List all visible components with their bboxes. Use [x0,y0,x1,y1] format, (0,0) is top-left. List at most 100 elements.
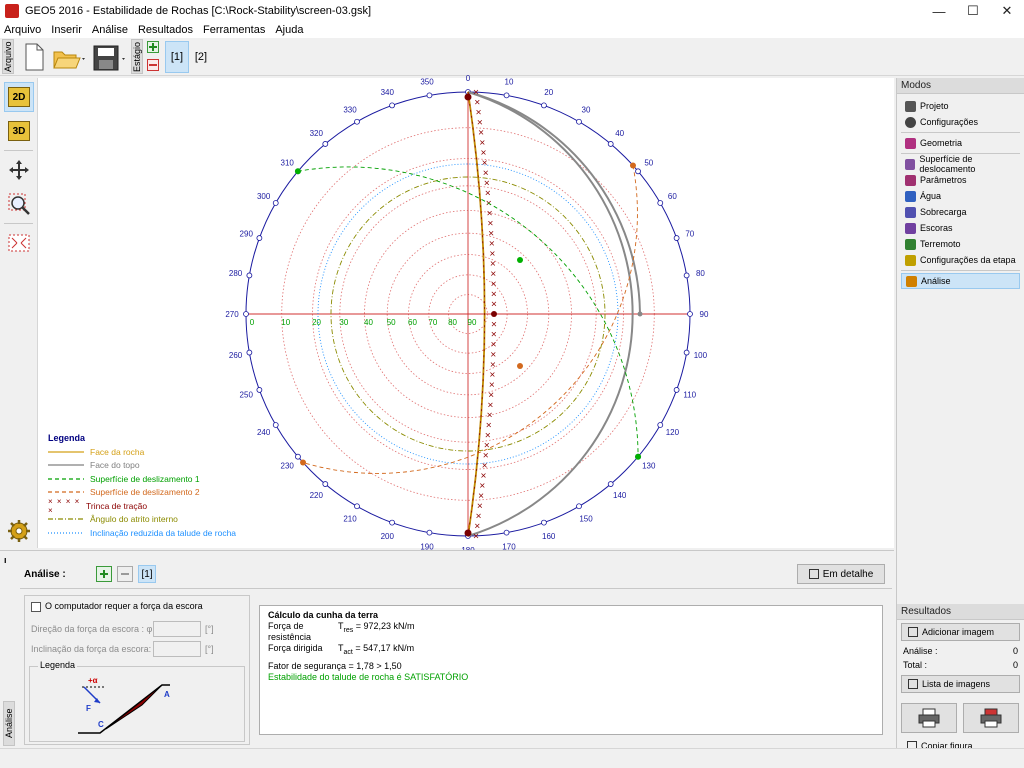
azimuth-label: 200 [381,532,395,541]
view-3d-icon: 3D [8,121,30,141]
analysis-tab-1[interactable]: [1] [138,565,156,583]
file-side-tab[interactable]: Arquivo [2,39,14,74]
slip-surface-2-point [300,459,307,466]
zoom-icon [8,193,30,215]
maximize-button[interactable]: ☐ [967,3,979,18]
tension-crack-mark [477,503,483,508]
tension-crack-mark [490,372,495,377]
tension-crack-mark [483,453,488,458]
mode-sobrecarga[interactable]: Sobrecarga [897,204,1024,220]
add-analysis-icon[interactable] [96,566,112,582]
stage-1-tab[interactable]: [1] [165,41,189,73]
tension-crack-mark [476,513,481,519]
mode-escoras[interactable]: Escoras [897,220,1024,236]
dip-label: 30 [339,318,348,327]
azimuth-label: 210 [343,514,357,523]
remove-analysis-icon[interactable] [117,566,133,582]
add-image-button[interactable]: Adicionar imagem [901,623,1020,641]
fit-view-button[interactable] [4,228,34,258]
mode-agua[interactable]: Água [897,188,1024,204]
parameters-icon [905,174,916,186]
azimuth-label: 90 [700,310,709,319]
panel-pin-icon[interactable]: ı [4,555,7,565]
results-analysis-value: 0 [1012,646,1018,656]
tension-crack-mark [491,352,496,357]
minimize-button[interactable]: — [932,3,946,19]
zoom-button[interactable] [4,189,34,219]
tension-crack-mark [491,291,497,297]
menu-ferramentas[interactable]: Ferramentas [202,24,266,36]
menu-analise[interactable]: Análise [91,24,128,36]
pan-button[interactable] [4,155,34,185]
tension-crack-mark [490,261,496,266]
menu-ajuda[interactable]: Ajuda [275,24,304,36]
view-3d-button[interactable]: 3D [4,116,34,146]
close-button[interactable]: ✕ [1001,3,1013,18]
print-button[interactable] [901,703,957,733]
azimuth-tick [635,168,641,175]
menu-resultados[interactable]: Resultados [137,24,193,36]
mode-projeto[interactable]: Projeto [897,98,1024,114]
detail-button[interactable]: Em detalhe [797,564,885,584]
inclination-input[interactable] [153,641,201,657]
mode-superficie-deslocamento[interactable]: Superfície de deslocamento [897,154,1024,174]
menu-bar: Arquivo Inserir Análise Resultados Ferra… [0,22,1024,38]
save-file-icon[interactable] [92,44,128,72]
direction-input[interactable] [153,621,201,637]
anchors-icon [905,222,916,234]
view-2d-button[interactable]: 2D [4,82,34,112]
image-list-button[interactable]: Lista de imagens [901,675,1020,693]
analysis-side-tab[interactable]: Análise [3,701,15,746]
remove-stage-icon[interactable] [147,59,159,71]
azimuth-label: 120 [666,428,680,437]
open-file-icon[interactable] [52,44,88,72]
tension-crack-mark [481,150,486,155]
menu-arquivo[interactable]: Arquivo [4,24,42,36]
slip-surface-2 [302,165,638,474]
print-pdf-button[interactable] [963,703,1019,733]
tension-crack-mark [480,483,485,488]
legend-item: Superfície de deslizamento 1 [48,472,308,486]
dip-label: 80 [448,318,457,327]
azimuth-label: 60 [668,192,677,201]
azimuth-tick [243,311,249,317]
tension-crack-mark [478,130,484,135]
azimuth-label: 160 [542,532,556,541]
require-anchor-force-checkbox[interactable] [31,602,41,612]
mode-configuracoes-etapa[interactable]: Configurações da etapa [897,252,1024,268]
results-header: Resultados [897,604,1024,620]
tension-crack-mark [478,493,484,498]
results-total-label: Total : [903,660,928,670]
mode-analise[interactable]: Análise [901,273,1020,289]
diagram-a-label: A [164,690,170,699]
dip-label: 50 [387,318,396,327]
dip-label: 10 [281,318,290,327]
azimuth-tick [389,102,395,109]
mode-parametros[interactable]: Parâmetros [897,172,1024,188]
azimuth-tick [683,272,690,279]
azimuth-tick [322,141,329,147]
slip-surface-1-point [635,453,642,460]
tension-crack-mark [480,140,485,145]
mode-configuracoes[interactable]: Configurações [897,114,1024,130]
tension-crack-mark [491,281,496,286]
settings-button[interactable] [4,516,34,546]
add-stage-icon[interactable] [147,41,159,53]
stage-2-tab[interactable]: [2] [194,51,208,63]
tension-crack-mark [485,432,491,438]
mode-terremoto[interactable]: Terremoto [897,236,1024,252]
azimuth-label: 80 [696,269,705,278]
azimuth-tick [256,387,263,393]
image-list-icon [908,679,918,689]
analysis-label: Análise : [24,569,66,580]
mode-geometria[interactable]: Geometria [897,135,1024,151]
top-face-circle [467,91,634,537]
azimuth-tick [541,102,547,109]
new-file-icon[interactable] [22,42,46,72]
azimuth-label: 140 [613,491,627,500]
anchor-diagram: +α F A C [78,676,170,734]
printer-pdf-icon [980,708,1002,728]
menu-inserir[interactable]: Inserir [51,24,82,36]
azimuth-tick [673,387,680,393]
